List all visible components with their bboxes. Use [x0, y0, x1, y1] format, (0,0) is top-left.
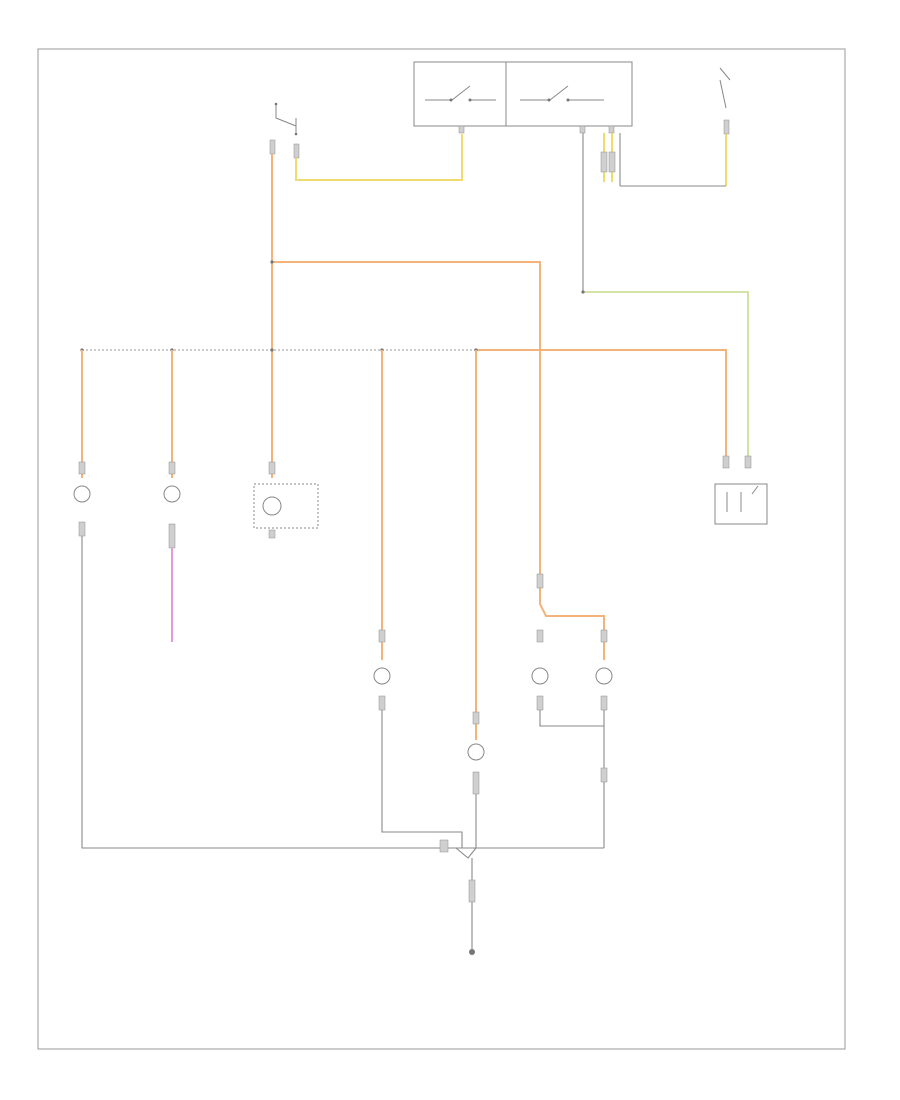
lamp-6	[531, 629, 549, 711]
wire-yellow-top	[295, 134, 463, 181]
ground	[439, 839, 477, 955]
wire-orange-horizontal	[272, 261, 541, 570]
right-top-switch	[719, 67, 731, 135]
wire-green	[583, 291, 749, 460]
lamp-3	[253, 461, 319, 539]
under-switch-connectors	[600, 133, 621, 186]
lamp-2	[163, 461, 181, 642]
relay	[714, 455, 768, 525]
lamp-1	[73, 461, 91, 537]
diagram-frame	[37, 48, 846, 1050]
switch-assembly	[413, 61, 633, 134]
lamp-7	[595, 629, 613, 711]
top-switch	[269, 102, 300, 159]
lamp-4	[373, 629, 391, 711]
bus-orange-right	[476, 349, 727, 460]
